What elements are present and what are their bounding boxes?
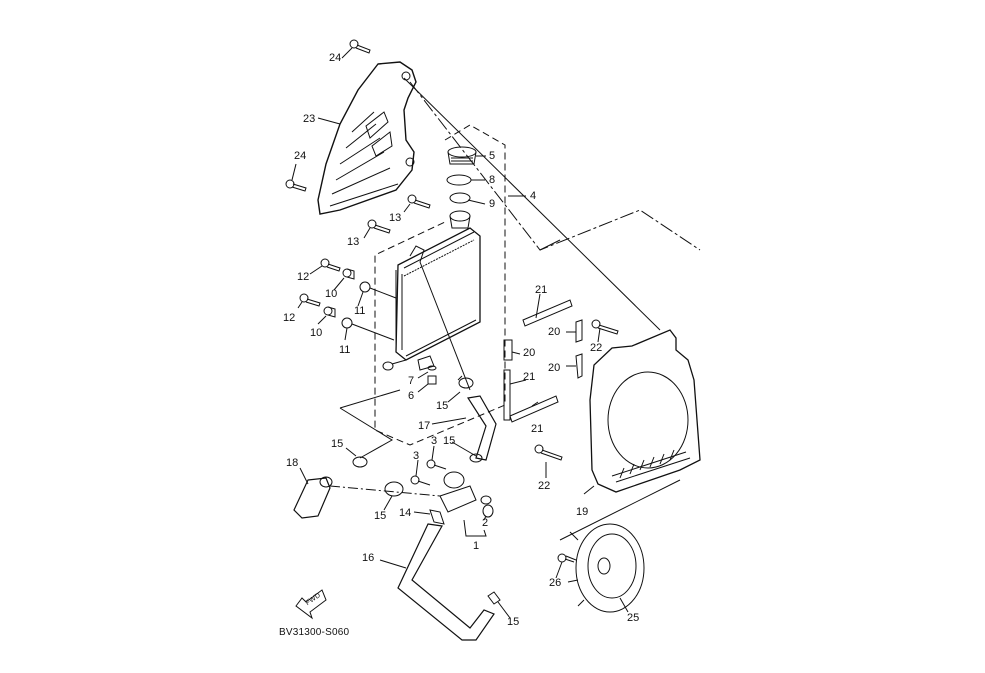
callout-24-side: 24 <box>294 150 307 162</box>
callout-15-b: 15 <box>443 435 456 447</box>
clamp-part-15-a <box>457 375 474 389</box>
callout-24-top: 24 <box>329 52 342 64</box>
bolt-part-13-a <box>407 194 431 209</box>
bolt-part-22-a <box>591 319 619 335</box>
callout-15-e: 15 <box>507 616 520 628</box>
callout-2: 2 <box>482 517 489 529</box>
callout-26: 26 <box>549 577 562 589</box>
bolt-part-13-b <box>367 219 391 234</box>
callout-20-b: 20 <box>523 347 536 359</box>
clamp-part-15-e <box>487 591 501 605</box>
clamp-part-14 <box>429 509 445 525</box>
bolt-part-12-a <box>320 258 341 272</box>
callout-1: 1 <box>473 540 480 552</box>
diagram-code: BV31300-S060 <box>279 627 350 638</box>
hose-part-18 <box>293 477 331 519</box>
callout-11-a: 11 <box>354 305 366 317</box>
callout-leaders <box>291 47 629 619</box>
bolt-part-24-side <box>285 179 307 192</box>
callout-22-a: 22 <box>590 342 603 354</box>
rubber-part-20-a <box>575 319 583 343</box>
callout-6: 6 <box>408 390 415 402</box>
collar-part-10-a <box>342 268 355 280</box>
callout-5: 5 <box>489 150 496 162</box>
radiator-cap-part-5 <box>447 146 477 165</box>
callout-3-b: 3 <box>413 450 420 462</box>
callout-21-a: 21 <box>535 284 548 296</box>
callout-17: 17 <box>418 420 431 432</box>
strip-part-21-b <box>503 369 511 421</box>
clamp-part-15-d <box>384 481 404 497</box>
o-ring-part-2 <box>482 504 494 518</box>
collar-part-10-b <box>323 306 336 318</box>
callout-10-a: 10 <box>325 288 338 300</box>
seal-part-9 <box>449 192 471 204</box>
callout-12-b: 12 <box>283 312 296 324</box>
callout-12-a: 12 <box>297 271 310 283</box>
clamp-part-15-c <box>352 456 368 468</box>
drain-bolt-part-6 <box>427 375 437 385</box>
callout-20-c: 20 <box>548 362 561 374</box>
bolt-part-24-top <box>349 39 371 54</box>
callout-8: 8 <box>489 174 496 186</box>
fan-shroud-part-19 <box>589 329 701 493</box>
hose-part-16 <box>397 523 495 641</box>
callout-16: 16 <box>362 552 375 564</box>
grommet-part-11-b <box>341 317 395 341</box>
thermostat-housing-part-1 <box>439 471 492 513</box>
radiator-cover-part-23 <box>317 61 417 215</box>
clamp-part-15-b <box>469 453 483 463</box>
grommet-part-11-a <box>359 281 397 299</box>
callout-10-b: 10 <box>310 327 323 339</box>
hose-part-17 <box>467 395 497 461</box>
strip-part-21-c <box>509 395 559 423</box>
callout-13-a: 13 <box>389 212 402 224</box>
radiator-core <box>382 210 481 371</box>
callout-13-b: 13 <box>347 236 360 248</box>
callout-15-c: 15 <box>331 438 344 450</box>
cooling-fan-part-25 <box>565 523 645 613</box>
callout-21-b: 21 <box>523 371 536 383</box>
callout-3-a: 3 <box>431 435 438 447</box>
callout-19: 19 <box>576 506 589 518</box>
callout-25: 25 <box>627 612 640 624</box>
callout-22-b: 22 <box>538 480 551 492</box>
callout-9: 9 <box>489 198 496 210</box>
callout-7: 7 <box>408 375 415 387</box>
bolt-part-22-b <box>534 444 563 461</box>
rubber-part-20-b <box>503 339 513 361</box>
callout-23: 23 <box>303 113 316 125</box>
callout-18: 18 <box>286 457 299 469</box>
washer-part-7 <box>427 365 437 371</box>
fwd-arrow-icon <box>295 589 327 620</box>
strip-part-21-a <box>522 299 573 327</box>
callout-11-b: 11 <box>339 344 351 356</box>
dashed-group-4 <box>374 124 506 446</box>
bolt-part-12-b <box>299 293 321 307</box>
callout-14: 14 <box>399 507 412 519</box>
callout-21-c: 21 <box>531 423 544 435</box>
guide-lines <box>329 77 701 541</box>
callout-15-a: 15 <box>436 400 449 412</box>
callout-20-a: 20 <box>548 326 561 338</box>
bolt-part-3-b <box>410 475 431 486</box>
callout-15-d: 15 <box>374 510 387 522</box>
rubber-part-20-c <box>575 353 583 379</box>
bolt-part-3-a <box>426 459 447 470</box>
seal-part-8 <box>446 174 472 186</box>
callout-4: 4 <box>530 190 537 202</box>
